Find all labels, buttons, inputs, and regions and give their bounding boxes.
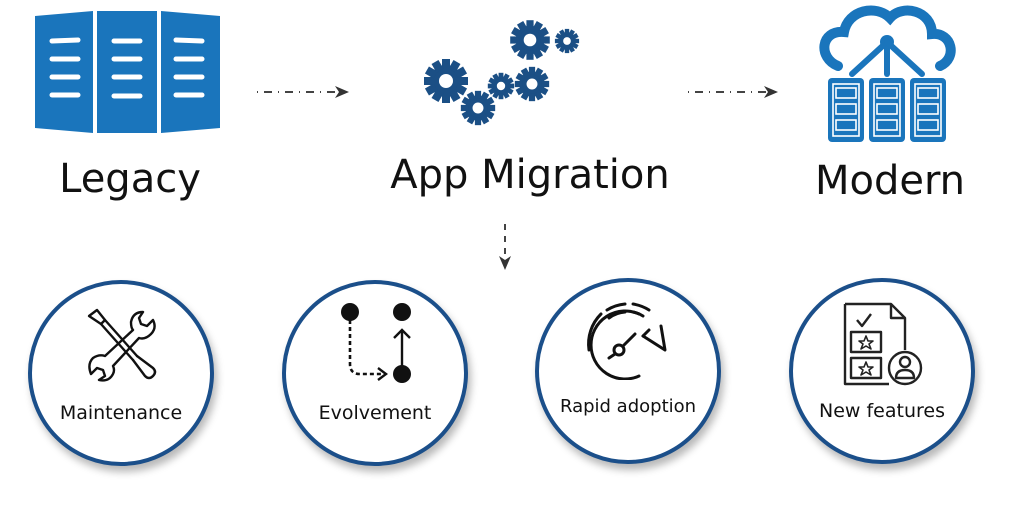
stage-legacy: Legacy (30, 8, 230, 208)
benefit-label: Maintenance (59, 402, 183, 424)
dashed-arrow-right (688, 86, 778, 98)
dashed-arrow-right (257, 86, 349, 98)
cloud-servers-icon (819, 5, 956, 142)
stage-modern: Modern (800, 0, 980, 210)
dashed-arrow-down (499, 224, 511, 270)
gears-icon (424, 20, 580, 126)
benefit-label: New features (819, 400, 945, 422)
stage-label-legacy: Legacy (59, 156, 201, 202)
benefit-rapid-adoption: Rapid adoption (535, 278, 721, 464)
benefit-maintenance: Maintenance (28, 280, 214, 466)
evolution-path-icon (341, 303, 411, 383)
feature-document-icon (843, 302, 923, 386)
stage-label-modern: Modern (814, 158, 966, 204)
stage-migration: App Migration (380, 10, 680, 210)
speedometer-icon (587, 302, 667, 380)
stage-label-migration: App Migration (390, 152, 670, 198)
benefit-label: Rapid adoption (559, 396, 697, 417)
benefit-evolvement: Evolvement (282, 280, 468, 466)
wrench-screwdriver-icon (87, 308, 157, 382)
benefit-label: Evolvement (318, 402, 432, 424)
server-racks-icon (35, 11, 220, 133)
benefit-new-features: New features (789, 278, 975, 464)
